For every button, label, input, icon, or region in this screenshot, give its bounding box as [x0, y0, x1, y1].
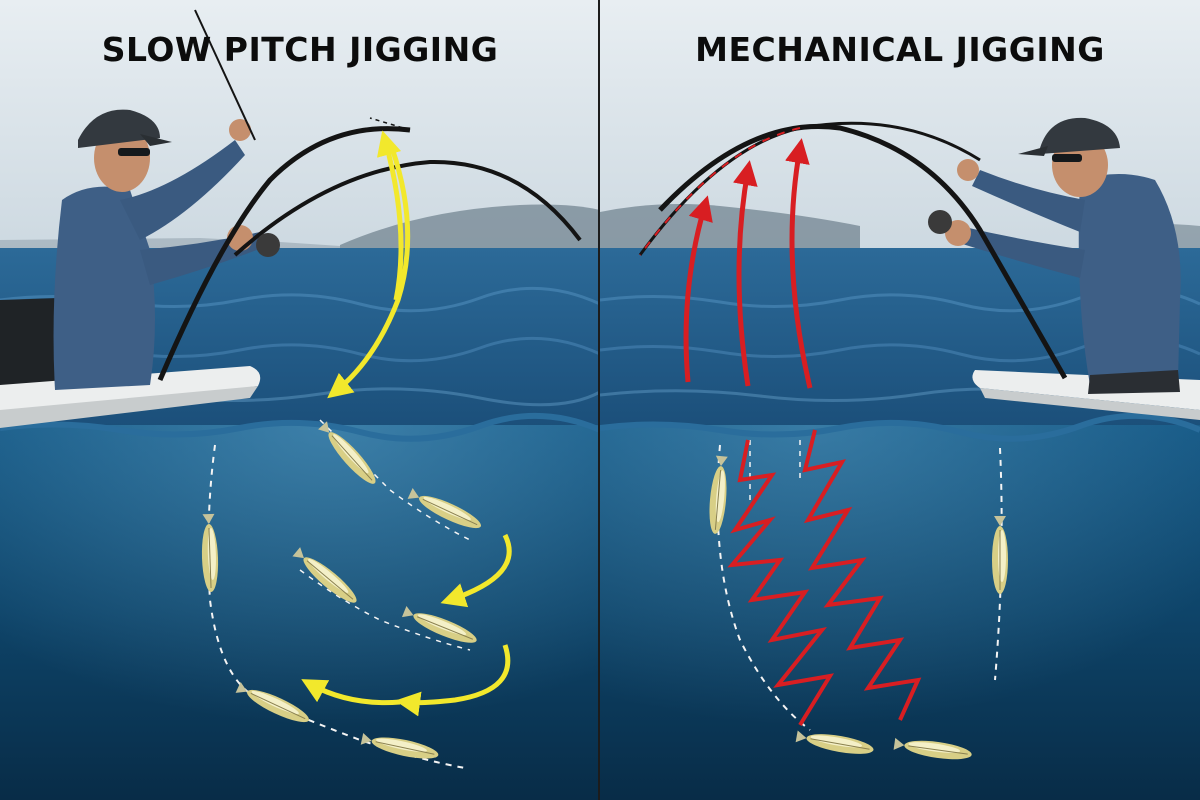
sunglasses: [1052, 154, 1082, 162]
fishing-rods: [638, 121, 1068, 380]
slow-pitch-motion-arrows: [327, 130, 411, 399]
sunglasses: [118, 148, 150, 156]
zigzag-arrows: [727, 429, 922, 727]
mechanical-motion-arrows: [683, 138, 813, 389]
cap: [78, 109, 160, 148]
boat: [0, 298, 261, 428]
slow-pitch-panel: SLOW PITCH JIGGING: [0, 0, 600, 800]
angler: [945, 117, 1181, 394]
slow-pitch-title: SLOW PITCH JIGGING: [101, 30, 499, 69]
fishing-rods: [157, 9, 582, 381]
slow-pitch-scene: [0, 0, 600, 800]
underwater-motion-arrows: [301, 533, 512, 717]
mechanical-scene: [600, 0, 1200, 800]
angler: [53, 109, 262, 390]
mechanical-title: MECHANICAL JIGGING: [695, 30, 1105, 69]
cap: [1040, 117, 1120, 154]
mechanical-panel: MECHANICAL JIGGING: [600, 0, 1200, 800]
distant-island: [340, 204, 600, 250]
